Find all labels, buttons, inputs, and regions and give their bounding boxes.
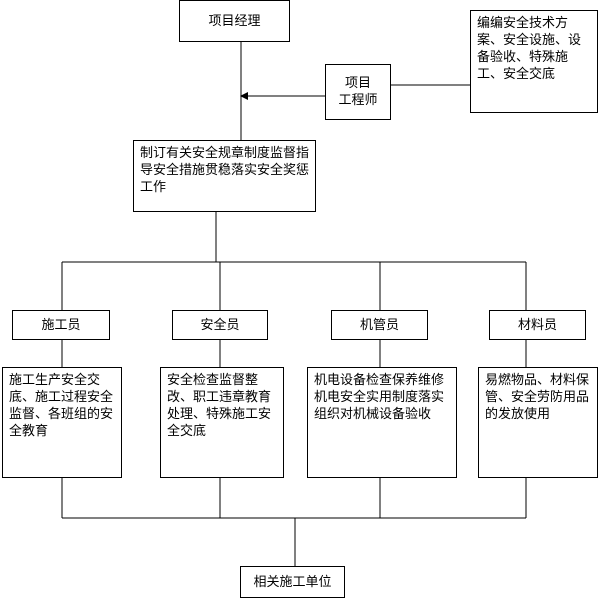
role-box-material-officer: 材料员 bbox=[489, 310, 586, 340]
related-units-label: 相关施工单位 bbox=[253, 574, 332, 590]
role-label: 机管员 bbox=[359, 317, 399, 333]
duties-box-safety-officer: 安全检查监督整改、职工违章教育处理、特殊施工安全交底 bbox=[160, 367, 284, 478]
duties-box-machine-manager: 机电设备检查保养维修机电安全实用制度落实组织对机械设备验收 bbox=[307, 367, 457, 478]
duties-box-material-officer: 易燃物品、材料保管、安全劳防用品的发放使用 bbox=[478, 367, 598, 478]
project-engineer-label-line2: 工程师 bbox=[338, 93, 378, 108]
arrow-head-icon bbox=[240, 92, 248, 100]
management-box: 制订有关安全规章制度监督指导安全措施贯稳落实安全奖惩工作 bbox=[133, 140, 316, 212]
management-text: 制订有关安全规章制度监督指导安全措施贯稳落实安全奖惩工作 bbox=[140, 146, 310, 195]
role-box-machine-manager: 机管员 bbox=[331, 310, 428, 340]
role-label: 材料员 bbox=[517, 317, 557, 333]
role-label: 安全员 bbox=[200, 317, 240, 333]
project-manager-box: 项目经理 bbox=[179, 0, 290, 42]
project-engineer-label-line1: 项目 bbox=[344, 76, 371, 91]
related-units-box: 相关施工单位 bbox=[240, 566, 345, 598]
role-label: 施工员 bbox=[41, 317, 81, 333]
project-engineer-box: 项目 工程师 bbox=[325, 64, 391, 120]
engineer-duties-box: 编编安全技术方案、安全设施、设备验收、特殊施工、安全交底 bbox=[470, 10, 598, 113]
duties-text: 易燃物品、材料保管、安全劳防用品的发放使用 bbox=[485, 373, 590, 422]
duties-text: 施工生产安全交底、施工过程安全监督、各班组的安全教育 bbox=[9, 373, 114, 439]
duties-box-construction-worker: 施工生产安全交底、施工过程安全监督、各班组的安全教育 bbox=[2, 367, 122, 478]
engineer-duties-text: 编编安全技术方案、安全设施、设备验收、特殊施工、安全交底 bbox=[477, 16, 582, 82]
project-manager-label: 项目经理 bbox=[208, 13, 261, 29]
role-box-construction-worker: 施工员 bbox=[12, 310, 110, 340]
duties-text: 安全检查监督整改、职工违章教育处理、特殊施工安全交底 bbox=[167, 373, 272, 439]
role-box-safety-officer: 安全员 bbox=[172, 310, 268, 340]
duties-text: 机电设备检查保养维修机电安全实用制度落实组织对机械设备验收 bbox=[314, 373, 445, 422]
